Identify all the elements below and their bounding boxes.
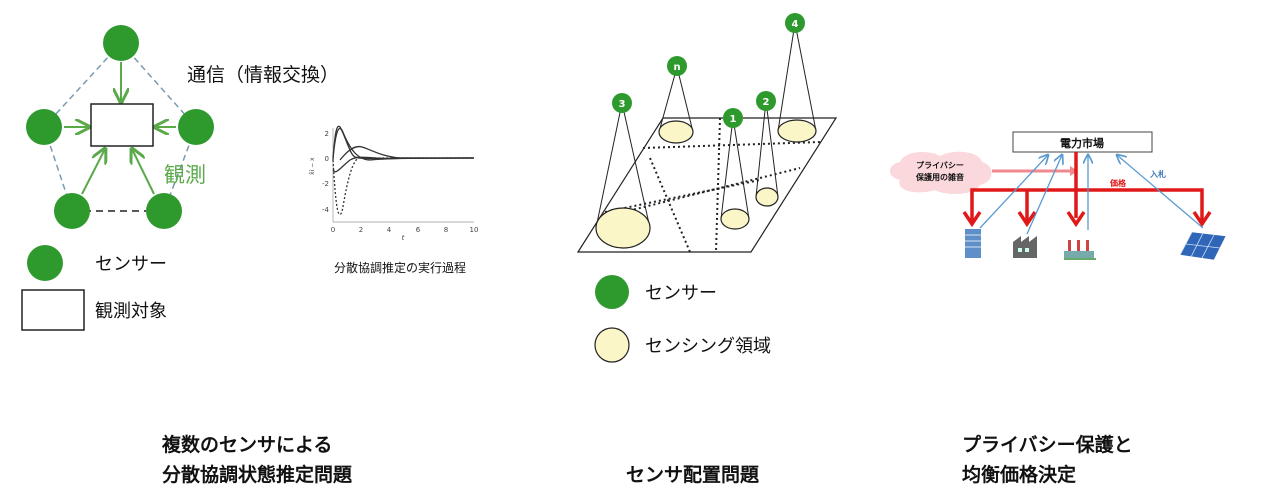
x-tick: 10 bbox=[470, 226, 479, 234]
legend-sensor-icon bbox=[595, 275, 629, 309]
sensor-1-label: 1 bbox=[730, 114, 737, 125]
right-title-line1: プライバシー保護と bbox=[962, 434, 1133, 456]
power-plant-icon bbox=[1064, 240, 1096, 260]
observation-target bbox=[90, 103, 154, 147]
building-icon bbox=[965, 229, 981, 258]
factory-icon bbox=[1013, 236, 1037, 258]
legend-sensor-label: センサー bbox=[645, 283, 717, 304]
x-tick: 2 bbox=[359, 226, 363, 234]
left-panel-title: 複数のセンサによる 分散協調状態推定問題 bbox=[162, 430, 352, 490]
solar-panel-icon bbox=[1179, 231, 1227, 261]
legend-target-label: 観測対象 bbox=[95, 301, 167, 322]
market-label: 電力市場 bbox=[1060, 136, 1104, 150]
legend-sensor-label: センサー bbox=[95, 254, 167, 275]
x-tick: 6 bbox=[416, 226, 421, 234]
y-tick: -2 bbox=[322, 180, 329, 188]
sensor-3-label: 3 bbox=[619, 99, 626, 110]
legend-region-icon bbox=[594, 327, 630, 363]
price-arrowheads bbox=[962, 211, 1212, 228]
sensor-n-label: n bbox=[673, 62, 680, 73]
sensor-4-label: 4 bbox=[792, 19, 799, 30]
sensor-2-label: 2 bbox=[763, 97, 770, 108]
left-title-line2: 分散協調状態推定問題 bbox=[162, 464, 353, 486]
x-tick: 0 bbox=[331, 226, 335, 234]
bid-label: 入札 bbox=[1149, 169, 1166, 179]
observation-label: 観測 bbox=[164, 163, 206, 187]
noise-label-line2: 保護用の雑音 bbox=[915, 172, 964, 182]
x-tick: 8 bbox=[444, 226, 448, 234]
price-label: 価格 bbox=[1109, 178, 1127, 188]
y-tick: 2 bbox=[325, 130, 329, 138]
estimation-plot: 2 0 -2 -4 0 2 4 6 8 10 t x̂i − x 分散協調推定の… bbox=[309, 125, 479, 275]
right-title-line2: 均衡価格決定 bbox=[962, 464, 1077, 486]
legend-sensor-icon bbox=[27, 245, 63, 281]
sensor-nodes bbox=[26, 25, 214, 229]
y-tick: -4 bbox=[322, 206, 330, 214]
y-label: x̂i − x bbox=[309, 157, 316, 175]
communication-label: 通信（情報交換） bbox=[187, 64, 339, 86]
middle-panel-title: センサ配置問題 bbox=[626, 464, 760, 486]
legend-region-label: センシング領域 bbox=[645, 336, 771, 357]
legend-target-icon bbox=[21, 289, 85, 331]
x-label: t bbox=[402, 234, 405, 242]
noise-label-line1: プライバシー bbox=[916, 160, 964, 170]
sensor-network: 通信（情報交換） 観測 センサー 観測対象 bbox=[21, 25, 339, 331]
electricity-market-diagram: 電力市場 プライバシー 保護用の雑音 価格 入札 bbox=[889, 131, 1227, 261]
sensing-regions bbox=[595, 119, 817, 249]
plot-caption: 分散協調推定の実行過程 bbox=[334, 260, 466, 275]
y-tick: 0 bbox=[325, 155, 329, 163]
x-tick: 4 bbox=[387, 226, 392, 234]
right-panel-title: プライバシー保護と 均衡価格決定 bbox=[962, 430, 1133, 490]
sensor-placement-diagram: 3 n 1 2 4 センサー センシング領域 bbox=[576, 13, 838, 363]
left-title-line1: 複数のセンサによる bbox=[162, 434, 333, 456]
